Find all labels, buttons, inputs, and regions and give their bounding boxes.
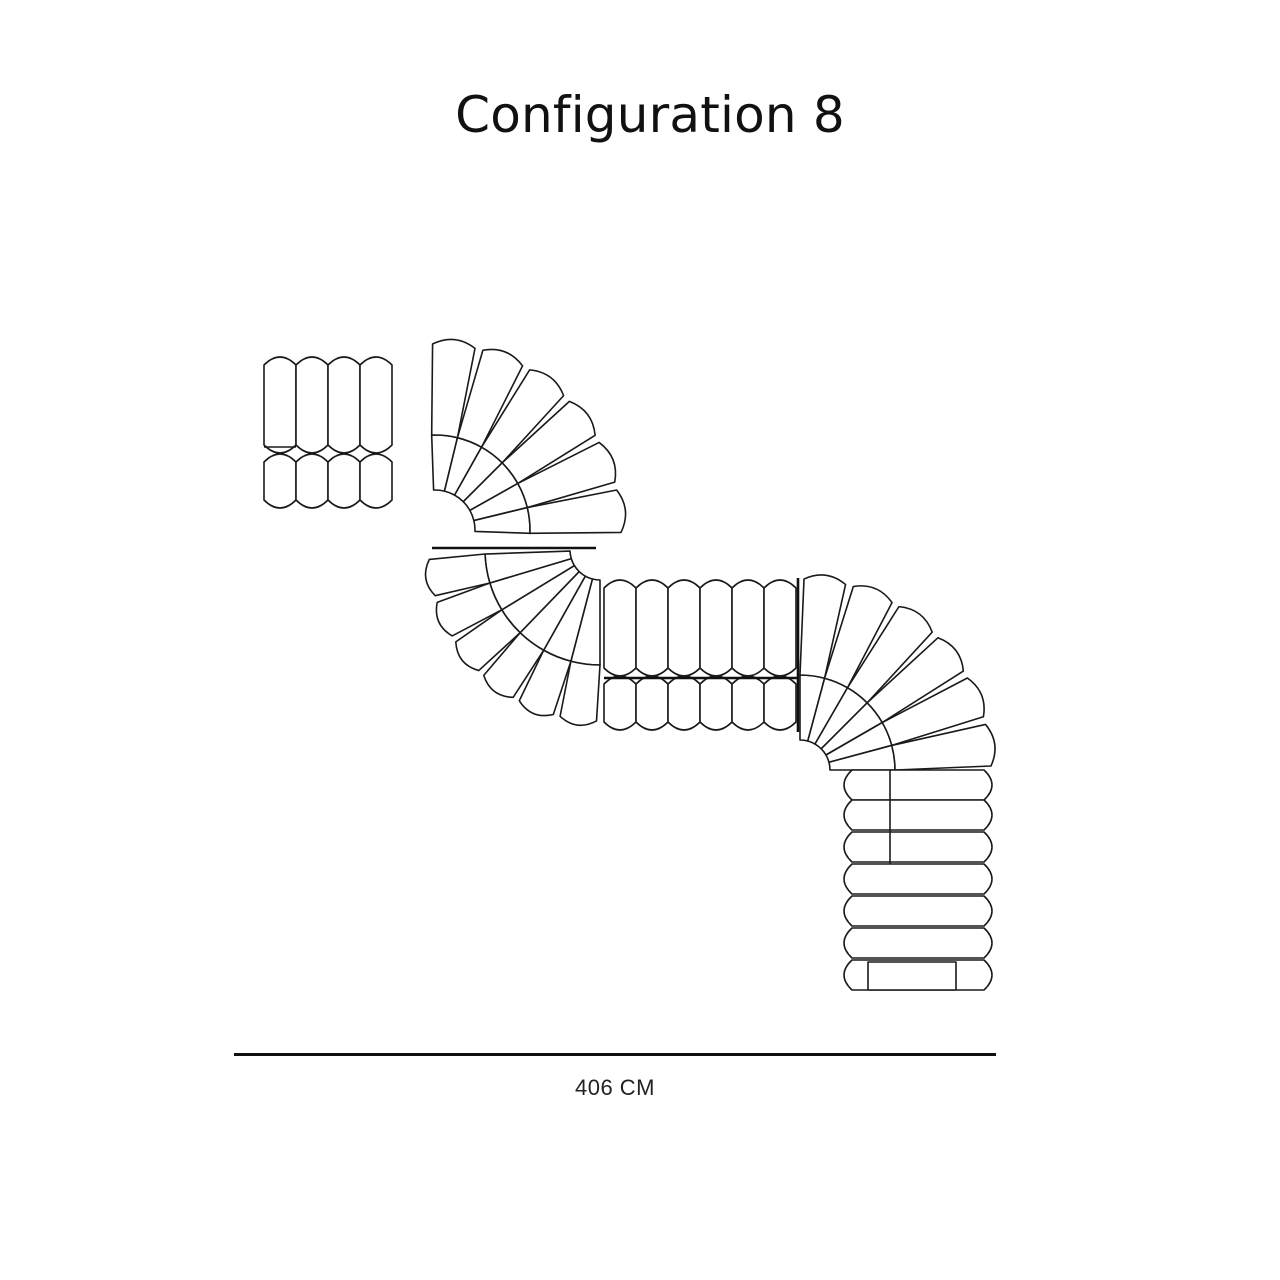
- middle-seat: [635, 675, 669, 731]
- curve-two-back-cushion: [454, 609, 521, 672]
- right-block-row: [843, 863, 993, 895]
- dimension-label: 406 CM: [574, 1075, 656, 1100]
- dimension-line: [234, 1053, 996, 1056]
- curve-one-back-cushion: [430, 338, 476, 439]
- curve-one-back-cushion: [517, 441, 617, 509]
- curve-one-back-cushion: [456, 348, 524, 448]
- top-left-back-cushion: [263, 356, 297, 454]
- middle-seat: [699, 675, 733, 731]
- curve-three-back-cushion: [881, 677, 985, 747]
- curve-three-back-cushion: [866, 637, 965, 724]
- middle-seat: [731, 675, 765, 731]
- top-left-seat: [359, 453, 393, 509]
- curve-one-back-cushion: [526, 489, 627, 535]
- curve-two-back-cushion: [518, 649, 572, 717]
- middle-back-cushion: [667, 579, 701, 677]
- middle-back-cushion: [763, 579, 797, 677]
- middle-back-cushion: [699, 579, 733, 677]
- curve-one-back-cushion: [501, 400, 596, 485]
- right-block-row: [843, 769, 993, 801]
- right-block-row: [843, 927, 993, 959]
- page-title: Configuration 8: [455, 86, 845, 144]
- curve-two-back-cushion: [482, 631, 545, 699]
- middle-back-cushion: [731, 579, 765, 677]
- curve-three-back-cushion: [823, 585, 893, 689]
- curve-one-back-cushion: [480, 369, 565, 464]
- curve-three-back-cushion: [890, 723, 996, 771]
- top-left-seat: [263, 453, 297, 509]
- curve-two-back-cushion: [559, 660, 601, 727]
- middle-back-cushion: [603, 579, 637, 677]
- right-block-end-cushion: [867, 961, 957, 991]
- middle-seat: [603, 675, 637, 731]
- right-block-row: [843, 831, 993, 863]
- curve-two-back-cushion: [435, 582, 503, 637]
- middle-seat: [667, 675, 701, 731]
- middle-back-cushion: [635, 579, 669, 677]
- sofa-modules: [263, 338, 996, 991]
- right-block-row: [843, 895, 993, 927]
- curve-three-back-cushion: [846, 605, 933, 704]
- top-left-back-cushion: [359, 356, 393, 454]
- right-block-row: [843, 799, 993, 831]
- top-left-back-cushion: [295, 356, 329, 454]
- top-left-seat: [295, 453, 329, 509]
- curve-three-back-cushion: [799, 574, 847, 680]
- middle-seat: [763, 675, 797, 731]
- top-left-seat: [327, 453, 361, 509]
- curve-two-back-cushion: [424, 553, 491, 597]
- top-left-back-cushion: [327, 356, 361, 454]
